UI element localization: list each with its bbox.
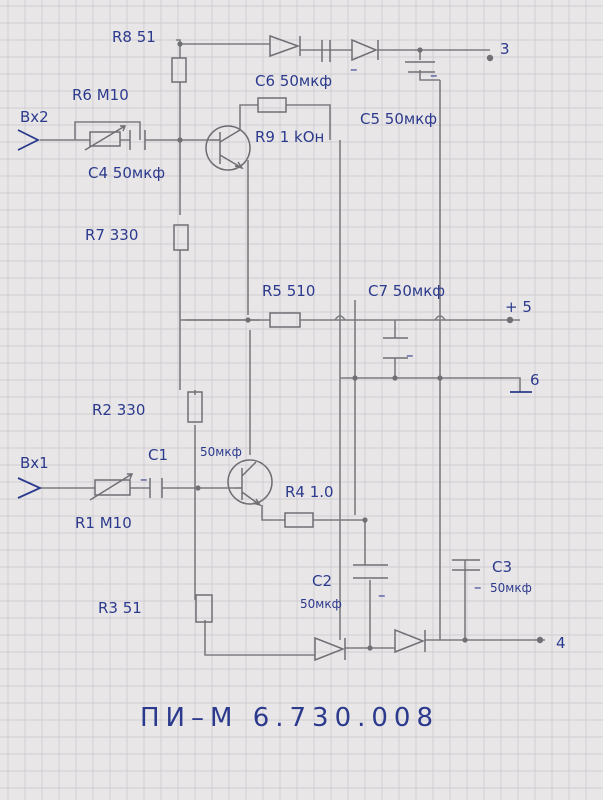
junction xyxy=(352,375,358,381)
label-c6: C6 50мкф xyxy=(255,72,332,90)
resistor-r1 xyxy=(94,479,131,496)
diode-top-1 xyxy=(269,34,301,58)
junction xyxy=(195,485,201,491)
resistor-r7 xyxy=(173,224,189,251)
label-r8: R8 51 xyxy=(112,28,156,46)
label-r3: R3 51 xyxy=(98,599,142,617)
terminal-3-dot xyxy=(486,54,494,62)
junction xyxy=(392,375,398,381)
label-c7-pol: – xyxy=(406,346,414,364)
resistor-r8 xyxy=(171,57,187,83)
capacitor-c7 xyxy=(383,337,408,359)
label-c3: C3 xyxy=(492,558,512,576)
label-c2: C2 xyxy=(312,572,332,590)
label-r9: R9 1 kOн xyxy=(255,128,324,146)
terminal-5-dot xyxy=(506,316,514,324)
junction xyxy=(367,645,373,651)
terminal-4-dot xyxy=(536,636,544,644)
resistor-r6 xyxy=(89,131,121,147)
capacitor-c6 xyxy=(321,40,331,62)
label-c3-value: 50мкф xyxy=(490,581,532,595)
junction xyxy=(437,375,443,381)
label-c5-pol: – xyxy=(430,66,438,84)
label-c1-value: 50мкф xyxy=(200,445,242,459)
label-r4: R4 1.0 xyxy=(285,483,334,501)
transistor-upper xyxy=(205,125,251,171)
diode-bottom-2 xyxy=(394,628,426,654)
capacitor-c5 xyxy=(405,61,435,73)
wire-hop-2 xyxy=(434,315,446,321)
label-c3-pol: – xyxy=(474,578,482,596)
label-r2: R2 330 xyxy=(92,401,145,419)
label-c6-pol: – xyxy=(350,60,358,78)
wire-hop-1 xyxy=(334,315,346,321)
diode-top-2 xyxy=(351,38,379,62)
junction xyxy=(417,47,423,53)
junction xyxy=(362,517,368,523)
junction xyxy=(462,637,468,643)
labels: R8 51 R6 M10 Bx2 C6 50мкф – C5 50мкф – R… xyxy=(20,28,566,733)
capacitor-c1 xyxy=(149,478,163,498)
junction xyxy=(177,137,183,143)
label-r5: R5 510 xyxy=(262,282,315,300)
resistor-r2 xyxy=(187,391,203,423)
junction xyxy=(245,317,251,323)
components xyxy=(17,34,544,662)
label-terminal-6: 6 xyxy=(530,371,540,389)
label-in1: Bx1 xyxy=(20,454,49,472)
label-c2-value: 50мкф xyxy=(300,597,342,611)
pot-arrow-r6 xyxy=(84,125,127,151)
diode-bottom-1 xyxy=(314,636,346,662)
label-terminal-4: 4 xyxy=(556,634,566,652)
label-c5: C5 50мкф xyxy=(360,110,437,128)
input-arrow-bx2 xyxy=(17,129,41,151)
label-r7: R7 330 xyxy=(85,226,138,244)
label-c4: C4 50мкф xyxy=(88,164,165,182)
capacitor-c3 xyxy=(452,559,480,571)
resistor-r3 xyxy=(195,594,213,623)
label-r1: R1 M10 xyxy=(75,514,132,532)
label-in2: Bx2 xyxy=(20,108,49,126)
label-terminal-5: + 5 xyxy=(505,298,532,316)
label-terminal-3: 3 xyxy=(500,40,510,58)
label-c1: C1 xyxy=(148,446,168,464)
resistor-r9 xyxy=(257,97,287,113)
label-c2-pol: – xyxy=(378,586,386,604)
junction xyxy=(177,41,183,47)
transistor-lower xyxy=(227,459,273,507)
pot-arrow-r1 xyxy=(89,473,134,501)
label-c1-pol: – xyxy=(140,470,148,488)
label-r6: R6 M10 xyxy=(72,86,129,104)
resistor-r4 xyxy=(284,512,314,528)
capacitor-c4 xyxy=(129,130,146,150)
input-arrow-bx1 xyxy=(17,477,43,499)
label-c7: C7 50мкф xyxy=(368,282,445,300)
drawing-number: ПИ–М 6.730.008 xyxy=(140,703,439,733)
resistor-r5 xyxy=(269,312,301,328)
capacitor-c2 xyxy=(353,564,388,579)
